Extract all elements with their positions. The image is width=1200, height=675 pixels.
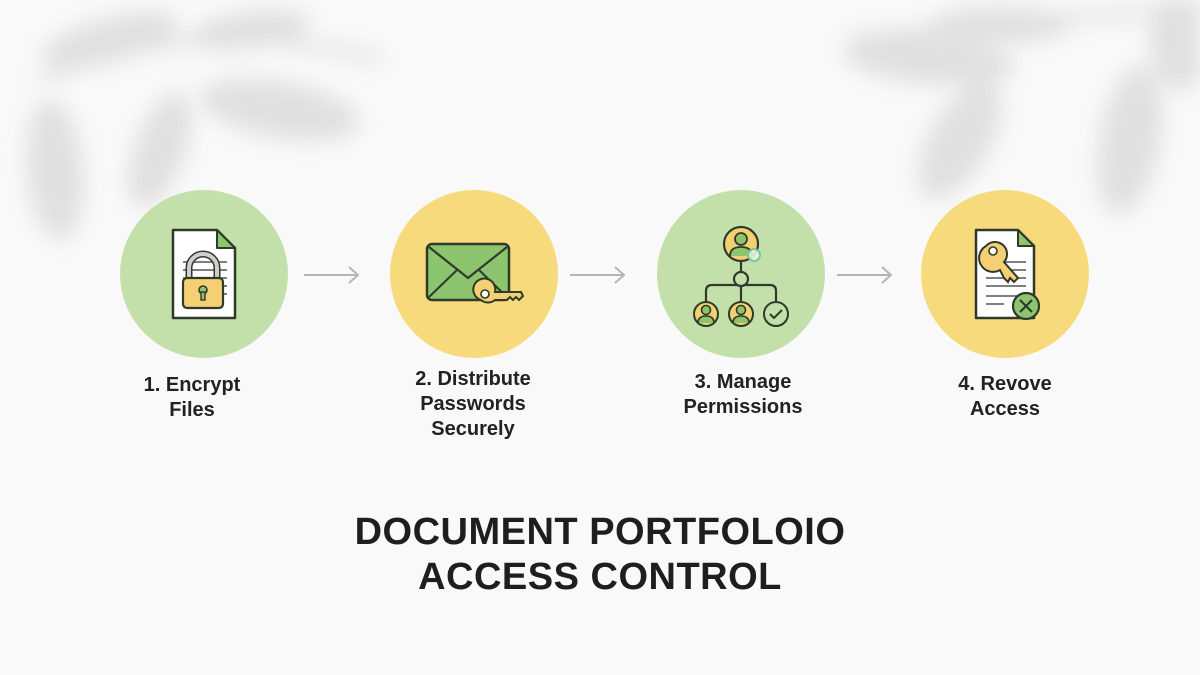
arrow-right-icon [304,266,360,284]
locked-document-icon [171,228,237,320]
step-2-label-line2: Passwords [420,393,526,415]
step-3-label: 3. Manage Permissions [633,370,853,420]
title-line2: ACCESS CONTROL [418,556,782,598]
step-3-circle [657,190,825,358]
step-2-label: 2. Distribute Passwords Securely [363,367,583,442]
step-1-circle [120,190,288,358]
step-1-label: 1. Encrypt Files [82,373,302,423]
step-4-label-line2: Access [969,398,1041,420]
step-1-label-line1: 1. Encrypt [143,374,241,396]
step-4-label: 4. Revove Access [895,372,1115,422]
permissions-hierarchy-icon [693,225,789,327]
page-title: DOCUMENT PORTFOLOIO ACCESS CONTROL [0,510,1200,600]
step-2-circle [390,190,558,358]
step-4-label-line1: 4. Revove [958,373,1052,395]
arrow-right-icon [837,266,893,284]
step-3-label-line2: Permissions [683,396,803,418]
revoke-key-document-icon [974,228,1041,321]
step-1-label-line2: Files [169,399,215,421]
arrow-right-icon [570,266,626,284]
step-2-label-line1: 2. Distribute [415,368,531,390]
step-3-label-line1: 3. Manage [694,371,792,393]
step-2-label-line3: Securely [431,418,515,440]
step-4-circle [921,190,1089,358]
envelope-key-icon [425,242,525,304]
title-line1: DOCUMENT PORTFOLOIO [354,511,846,553]
